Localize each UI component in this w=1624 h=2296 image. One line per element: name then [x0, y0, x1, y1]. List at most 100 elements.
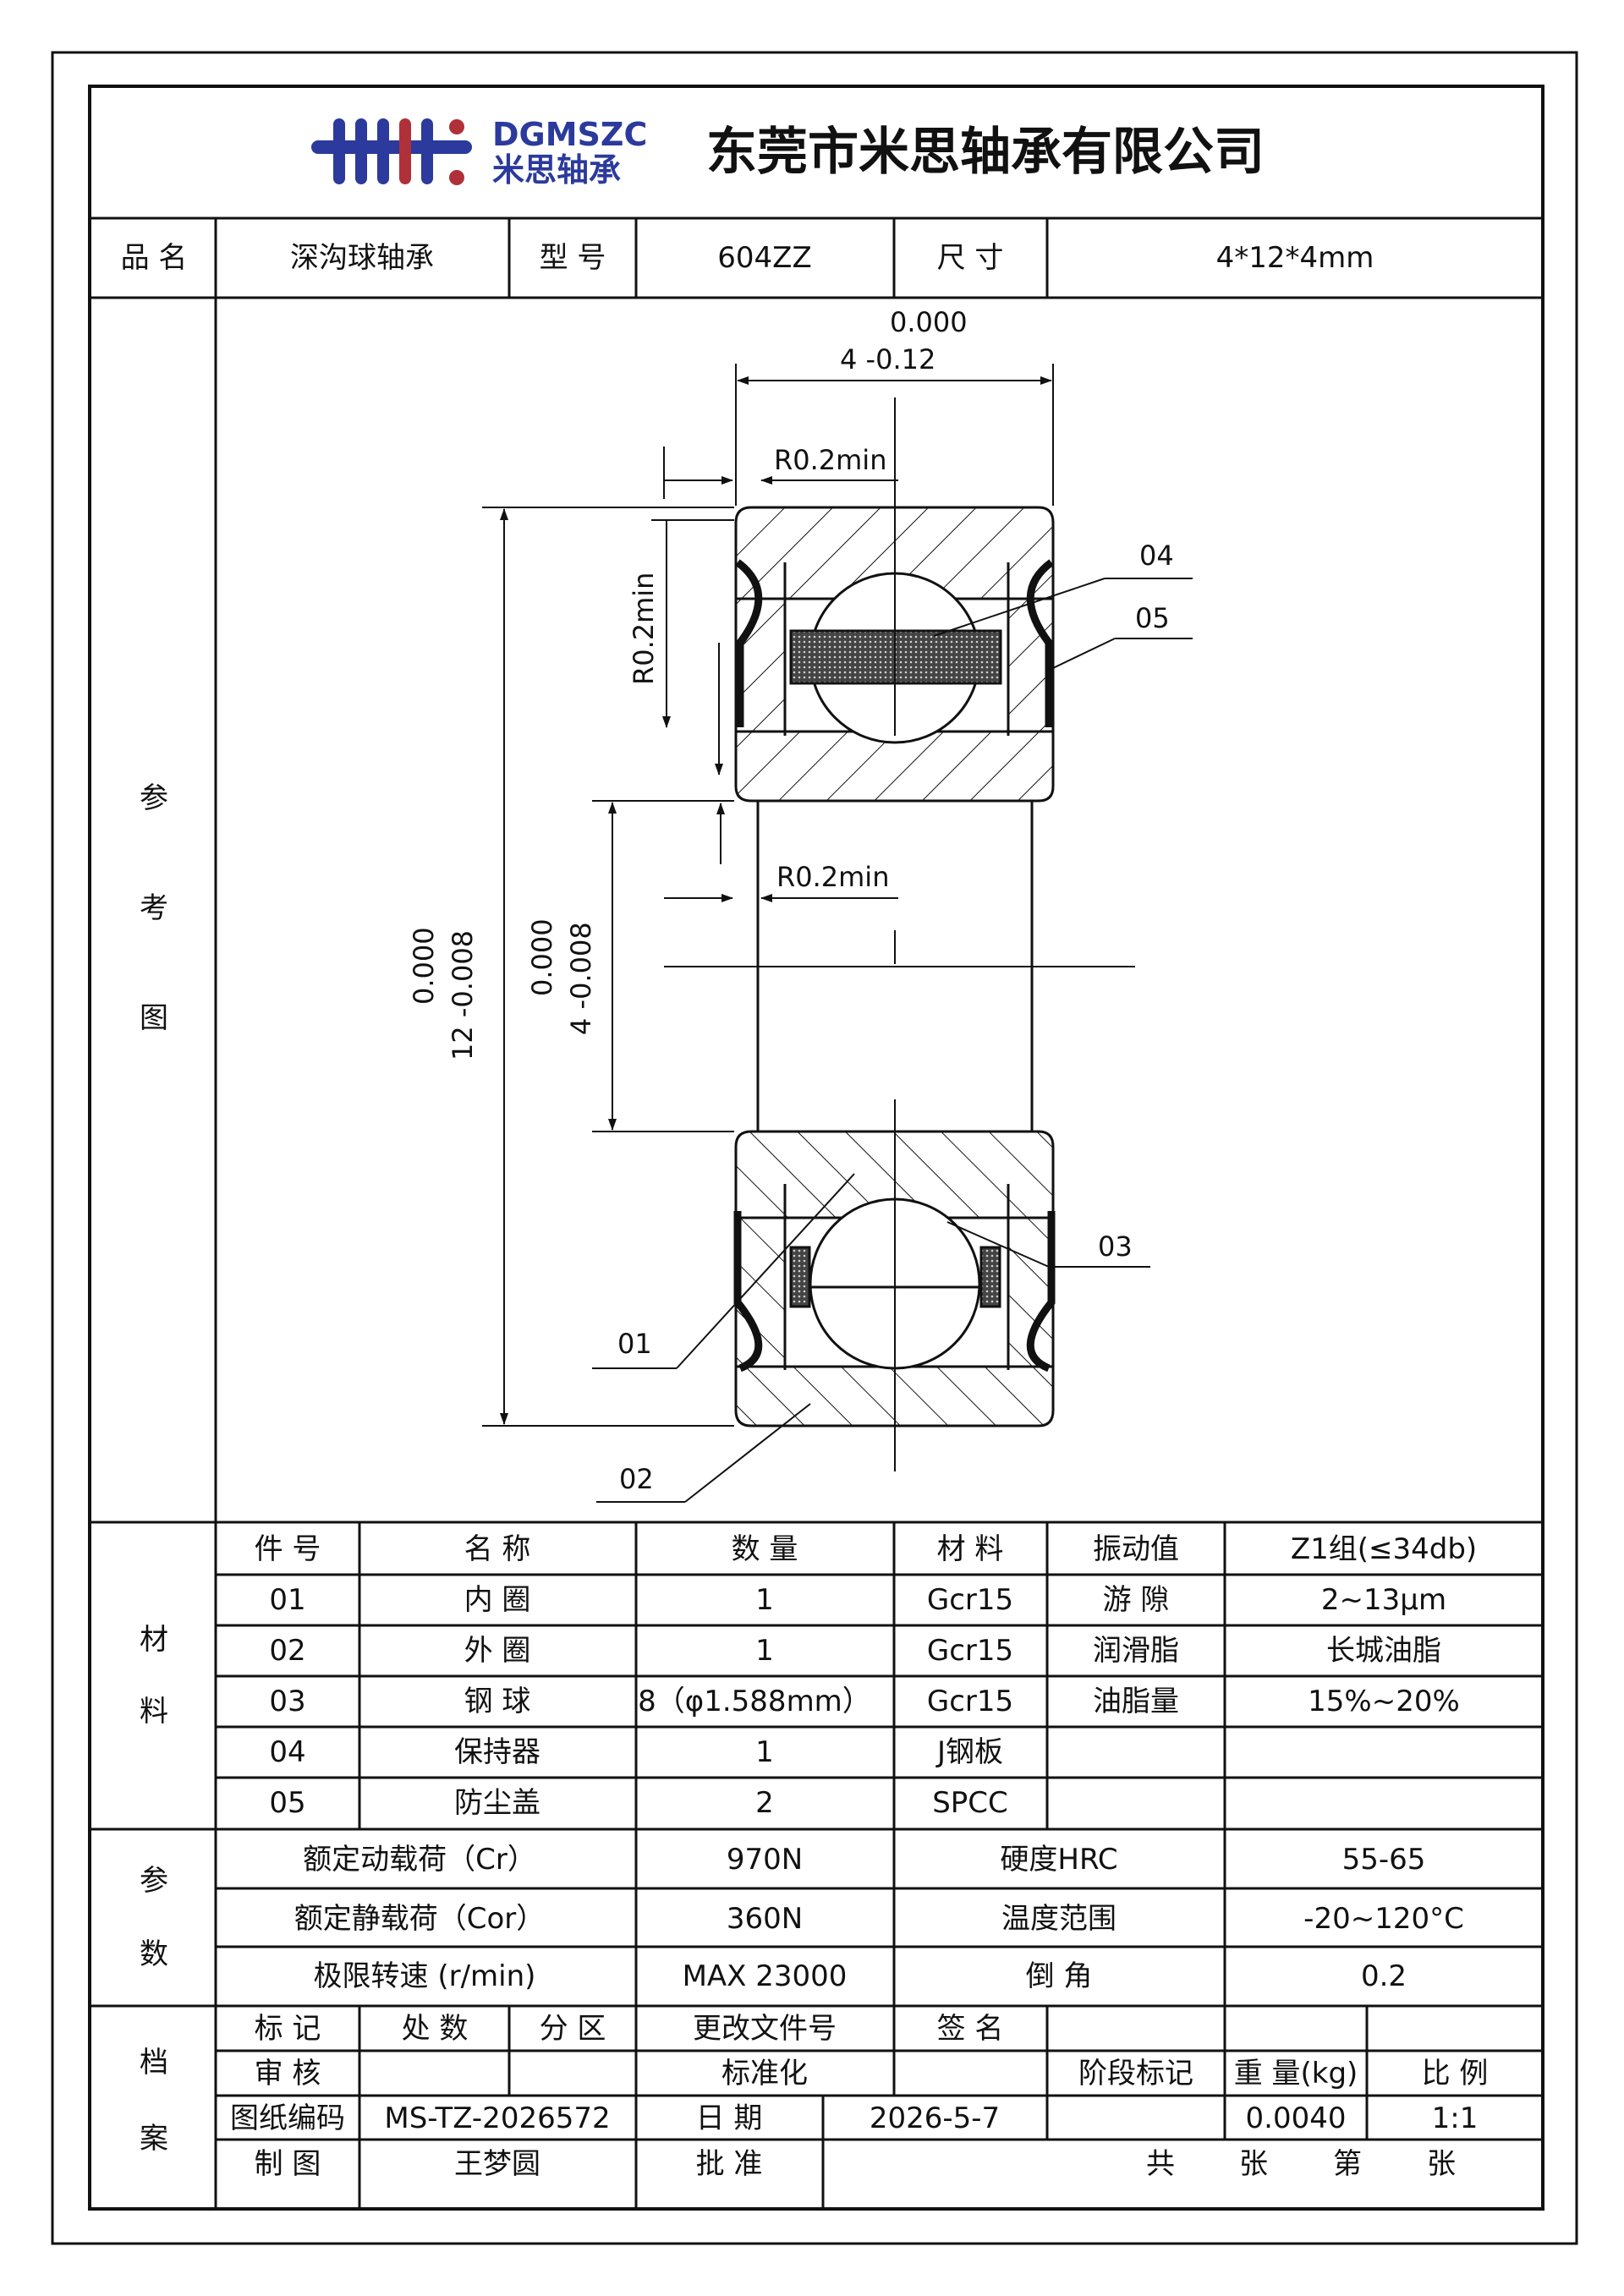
table-row-03-mat: Gcr15 [927, 1685, 1013, 1718]
param-hrc-label: 硬度HRC [1000, 1843, 1117, 1877]
prop-label-2: 润滑脂 [1093, 1634, 1179, 1668]
table-row-05-mat: SPCC [932, 1786, 1008, 1820]
param-hrc-value: 55-65 [1342, 1843, 1426, 1877]
table-row-02-name: 外 圈 [464, 1634, 531, 1668]
callout-05: 05 [1135, 602, 1170, 634]
archive-drafter: 王梦圆 [454, 2147, 540, 2181]
materials-header-name: 名 称 [464, 1532, 531, 1566]
table-row-02-qty: 1 [755, 1634, 774, 1668]
materials-header-qty: 数 量 [732, 1532, 798, 1566]
archive-total: 共 [1146, 2147, 1175, 2181]
callout-03: 03 [1098, 1230, 1133, 1263]
archive-date: 2026-5-7 [870, 2101, 1000, 2135]
table-row-05-name: 防尘盖 [454, 1786, 540, 1820]
table-row-02-no: 02 [269, 1634, 305, 1668]
drawing-section-label-3: 图 [140, 1001, 168, 1035]
param-cor-value: 360N [727, 1902, 803, 1936]
table-row-04-mat: J钢板 [935, 1735, 1003, 1769]
param-temp-label: 温度范围 [1001, 1902, 1116, 1936]
materials-header-mat: 材 料 [937, 1532, 1004, 1566]
logo-cn: 米思轴承 [492, 151, 621, 189]
params-section-label-1: 参 [140, 1864, 168, 1898]
name-value: 深沟球轴承 [290, 241, 434, 275]
od-tolerance-upper: 0.000 [408, 927, 440, 1005]
archive-mark: 标 记 [255, 2012, 321, 2046]
table-row-01-mat: Gcr15 [927, 1583, 1013, 1617]
param-chamfer-value: 0.2 [1361, 1959, 1407, 1993]
materials-header-no: 件 号 [255, 1532, 321, 1566]
archive-count: 处 数 [402, 2012, 469, 2046]
params-section-label-2: 数 [140, 1937, 168, 1971]
param-speed-label: 极限转速 (r/min) [314, 1959, 536, 1993]
archive-approve: 批 准 [696, 2147, 763, 2181]
company-name: 东莞市米思轴承有限公司 [706, 123, 1265, 182]
drawing-section-label-2: 考 [140, 891, 168, 925]
table-row-04-name: 保持器 [454, 1735, 540, 1769]
prop-value-3: 15%~20% [1308, 1685, 1460, 1718]
width-dimension: 4 -0.12 [840, 343, 935, 375]
table-row-03-no: 03 [269, 1685, 305, 1718]
archive-date-label: 日 期 [696, 2101, 763, 2135]
archive-section-label-2: 案 [140, 2122, 168, 2156]
chamfer-label-side: R0.2min [628, 573, 660, 685]
logo-en: DGMSZC [492, 116, 647, 153]
drawing-section-label-1: 参 [140, 781, 168, 815]
callout-02: 02 [619, 1463, 654, 1495]
archive-sheets-2: 张 [1427, 2147, 1456, 2181]
archive-review: 审 核 [255, 2057, 321, 2091]
table-row-03-qty: 8（φ1.588mm） [638, 1685, 871, 1718]
table-row-04-qty: 1 [755, 1735, 774, 1769]
table-row-01-no: 01 [269, 1583, 305, 1617]
archive-scale-label: 比 例 [1422, 2057, 1489, 2091]
archive-stage: 阶段标记 [1078, 2057, 1193, 2091]
archive-section-label-1: 档 [140, 2046, 168, 2080]
materials-section-label-1: 材 [140, 1623, 168, 1657]
prop-value-0: Z1组(≤34db) [1291, 1532, 1477, 1566]
archive-drafter-label: 制 图 [255, 2147, 321, 2181]
size-value: 4*12*4mm [1216, 241, 1374, 275]
archive-drawing-no-label: 图纸编码 [230, 2101, 345, 2135]
logo-mark-icon [311, 118, 472, 185]
table-grid [90, 216, 1543, 2209]
bearing-section-drawing [482, 364, 1193, 1503]
archive-sheets-1: 张 [1239, 2147, 1268, 2181]
materials-section-label-2: 料 [140, 1695, 168, 1729]
archive-sign: 签 名 [937, 2012, 1004, 2046]
table-row-05-qty: 2 [755, 1786, 774, 1820]
model-value: 604ZZ [717, 241, 811, 275]
archive-weight-label: 重 量(kg) [1234, 2057, 1358, 2091]
prop-label-3: 油脂量 [1093, 1685, 1179, 1718]
inner-frame [88, 85, 1544, 2211]
archive-nth: 第 [1333, 2147, 1362, 2181]
param-cr-label: 额定动载荷（Cr） [303, 1843, 536, 1877]
archive-change-doc: 更改文件号 [693, 2012, 837, 2046]
archive-drawing-no: MS-TZ-2026572 [384, 2101, 610, 2135]
archive-scale: 1:1 [1432, 2101, 1479, 2135]
param-chamfer-label: 倒 角 [1026, 1959, 1093, 1993]
callout-04: 04 [1139, 540, 1174, 572]
id-tolerance-upper: 0.000 [526, 918, 558, 996]
table-row-02-mat: Gcr15 [927, 1634, 1013, 1668]
archive-weight: 0.0040 [1246, 2101, 1347, 2135]
param-cor-label: 额定静载荷（Cor） [294, 1902, 546, 1936]
table-row-03-name: 钢 球 [464, 1685, 531, 1718]
chamfer-label-top: R0.2min [774, 444, 886, 476]
prop-value-1: 2~13μm [1321, 1583, 1446, 1617]
param-temp-value: -20~120°C [1303, 1902, 1464, 1936]
prop-label-1: 游 隙 [1103, 1583, 1170, 1617]
lower-cage-left [789, 1246, 811, 1308]
outer-frame [51, 51, 1578, 2245]
od-dimension: 12 -0.008 [447, 930, 479, 1060]
chamfer-label-middle: R0.2min [776, 861, 889, 893]
table-row-04-no: 04 [269, 1735, 305, 1769]
width-tolerance-upper: 0.000 [890, 306, 968, 338]
table-row-05-no: 05 [269, 1786, 305, 1820]
param-speed-value: MAX 23000 [683, 1959, 848, 1993]
archive-zone: 分 区 [540, 2012, 606, 2046]
table-row-01-name: 内 圈 [464, 1583, 531, 1617]
model-label: 型 号 [540, 241, 606, 275]
table-row-01-qty: 1 [755, 1583, 774, 1617]
prop-value-2: 长城油脂 [1326, 1634, 1441, 1668]
prop-label-0: 振动值 [1093, 1532, 1179, 1566]
